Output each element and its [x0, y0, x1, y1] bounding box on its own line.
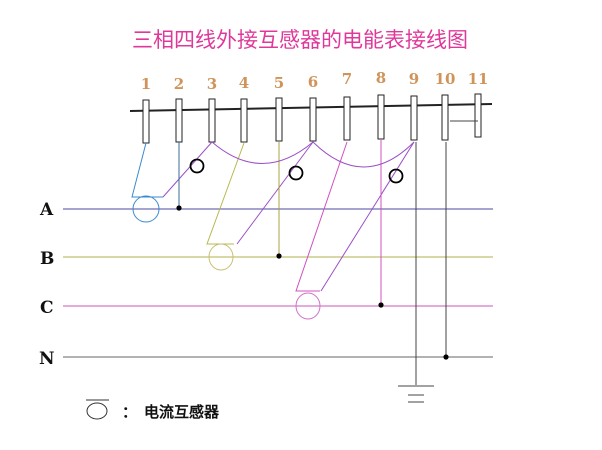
phase-label-n: N — [39, 349, 55, 369]
terminal-4 — [240, 98, 248, 143]
ground-icon — [398, 385, 434, 403]
diagram-title: 三相四线外接互感器的电能表接线图 — [132, 28, 468, 52]
legend-ct-icon — [86, 399, 109, 420]
terminal-number: 9 — [409, 70, 419, 88]
wire-c-current-out — [320, 141, 415, 292]
terminal-number: 2 — [174, 75, 184, 93]
terminal-number: 11 — [468, 70, 489, 88]
terminal-7 — [343, 96, 351, 141]
wire-a-current-in — [131, 142, 163, 198]
node-a — [176, 205, 182, 211]
node-b — [276, 253, 282, 259]
break-mark-icon — [288, 165, 304, 181]
terminal-block — [142, 93, 482, 144]
phase-label-a: A — [39, 200, 54, 220]
break-mark-icon — [388, 168, 404, 184]
terminal-number: 1 — [141, 75, 151, 93]
terminal-3 — [208, 98, 216, 143]
terminal-number: 3 — [207, 75, 217, 93]
legend-label: 电流互感器 — [144, 403, 220, 421]
wire-b-current-out — [236, 141, 314, 245]
legend-separator: ： — [122, 403, 137, 421]
terminal-2 — [175, 98, 183, 143]
terminal-number: 8 — [376, 69, 386, 87]
ct-a-icon — [132, 195, 160, 223]
terminal-5 — [275, 97, 283, 142]
break-mark-icon — [189, 158, 205, 174]
terminal-number: 5 — [274, 74, 284, 92]
terminal-11 — [474, 93, 482, 138]
terminal-numbers: 1 2 3 4 5 6 7 8 9 10 11 — [141, 69, 489, 93]
terminal-6 — [309, 97, 317, 142]
phase-label-b: B — [40, 249, 54, 269]
wire-b-current-in — [206, 142, 245, 245]
wire-c-current-in — [295, 141, 348, 292]
node-c — [378, 302, 384, 308]
terminal-8 — [377, 94, 385, 140]
terminal-number: 6 — [308, 73, 318, 91]
wire-a-current-out — [162, 141, 213, 198]
phase-label-c: C — [40, 298, 54, 318]
terminal-number: 4 — [239, 74, 249, 92]
terminal-1 — [142, 99, 150, 144]
terminal-10 — [441, 94, 449, 141]
ct-c-icon — [295, 292, 321, 320]
node-n — [443, 354, 449, 360]
terminal-number: 7 — [342, 70, 352, 88]
ct-b-icon — [208, 243, 234, 271]
terminal-number: 10 — [435, 70, 456, 88]
current-return-arc — [211, 141, 415, 168]
terminal-9 — [410, 95, 418, 141]
